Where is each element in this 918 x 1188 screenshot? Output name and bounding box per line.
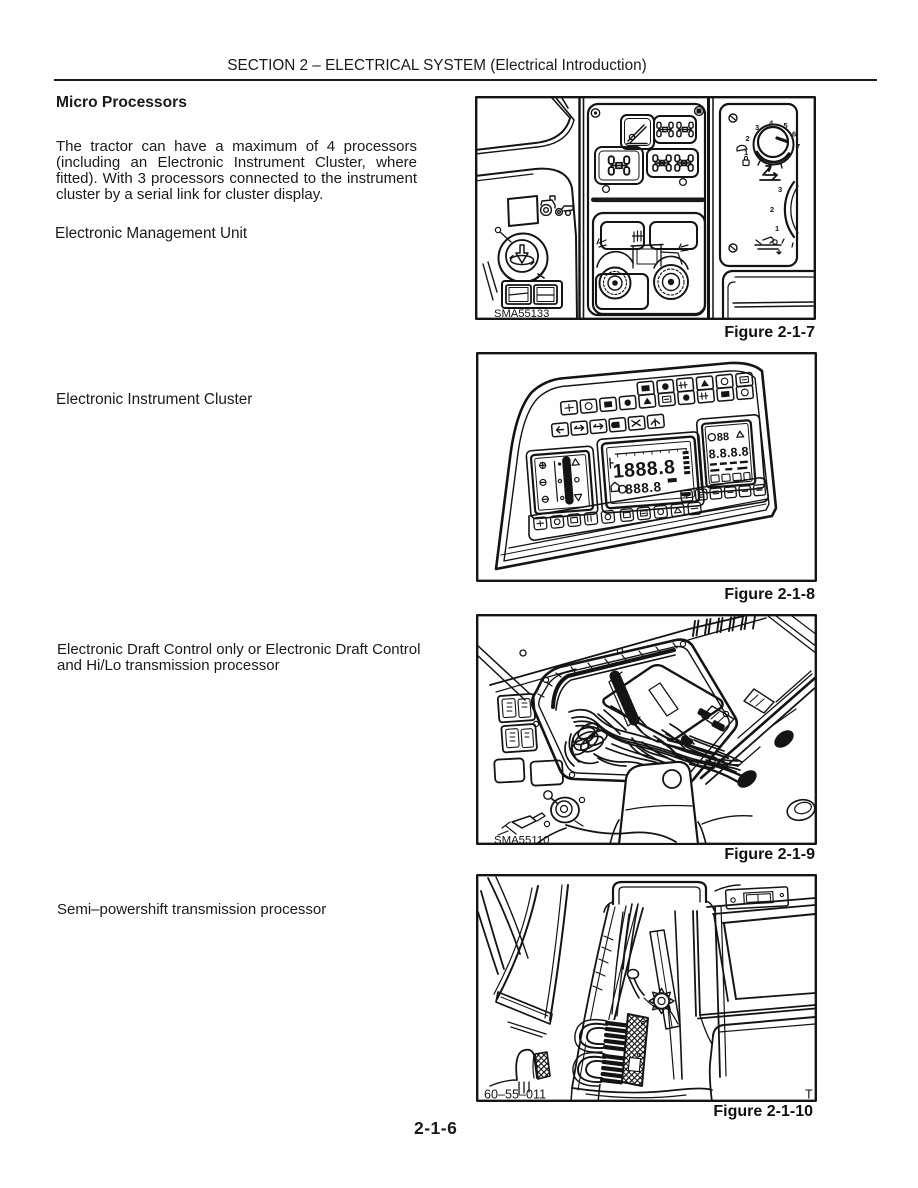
svg-text:888.8: 888.8 — [625, 479, 662, 497]
svg-text:5: 5 — [784, 121, 788, 130]
svg-text:2: 2 — [770, 205, 774, 214]
svg-text:8.8.8.8: 8.8.8.8 — [708, 444, 749, 461]
svg-text:T: T — [805, 1088, 813, 1102]
svg-text:6: 6 — [792, 130, 796, 139]
svg-text:88: 88 — [716, 431, 729, 444]
svg-text:1: 1 — [775, 224, 779, 233]
svg-text:1888.8: 1888.8 — [612, 456, 676, 483]
svg-text:SMA55133: SMA55133 — [494, 308, 549, 320]
svg-text:4: 4 — [769, 119, 774, 128]
svg-text:SMA55110: SMA55110 — [494, 835, 550, 846]
svg-text:3: 3 — [755, 123, 759, 132]
svg-text:3: 3 — [778, 185, 782, 194]
svg-text:7: 7 — [796, 142, 800, 151]
svg-text:60–55–011: 60–55–011 — [484, 1088, 546, 1102]
svg-text:1: 1 — [744, 148, 748, 157]
svg-text:2: 2 — [746, 134, 750, 143]
